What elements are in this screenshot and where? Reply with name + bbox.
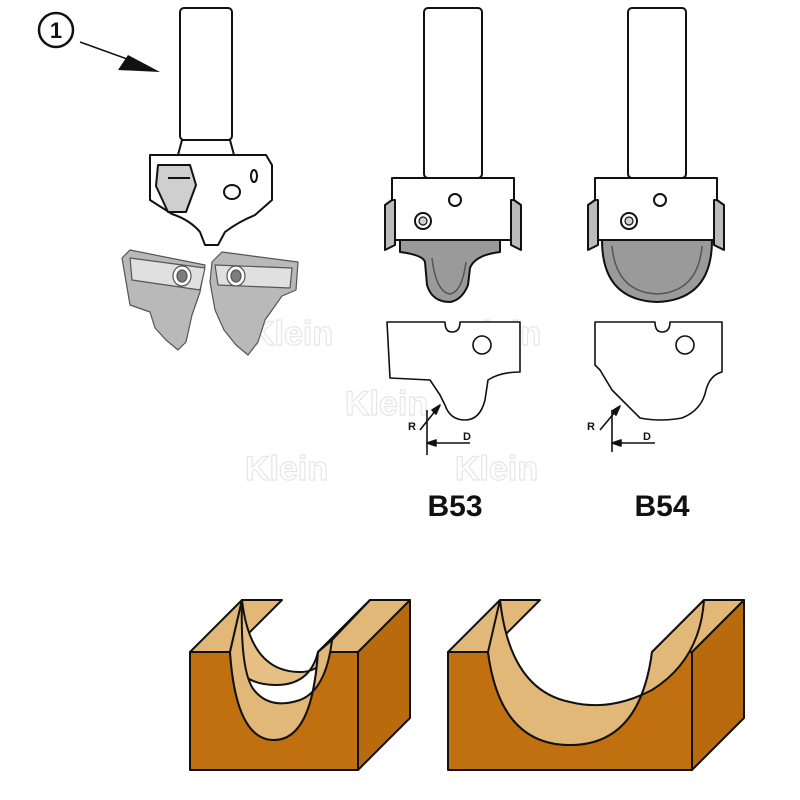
bit-1-blade xyxy=(155,164,197,213)
b54-radius-label: R xyxy=(587,421,595,433)
b53-pin-hole xyxy=(448,193,462,207)
router-bit-b53 xyxy=(384,7,522,303)
b53-wing-left xyxy=(384,199,396,251)
watermark: Klein xyxy=(455,450,538,488)
b54-pin-hole xyxy=(653,193,667,207)
b53-diameter-label: D xyxy=(463,431,471,443)
callout-1: 1 xyxy=(37,11,160,72)
callout-number: 1 xyxy=(50,18,62,43)
b54-code: B54 xyxy=(634,490,689,523)
bit-1-shank xyxy=(179,7,233,141)
b53-code: B53 xyxy=(427,490,482,523)
wood-block-b53 xyxy=(189,599,411,771)
b53-body xyxy=(391,177,515,241)
watermark: Klein xyxy=(345,385,428,423)
b53-shank xyxy=(423,7,483,179)
b53-radius-label: R xyxy=(408,421,416,433)
loose-blade-left xyxy=(121,249,206,351)
b53-wing-right xyxy=(510,199,522,251)
bit-1-screw-hole xyxy=(223,184,241,200)
router-bit-b54 xyxy=(587,7,725,303)
b54-wing-right xyxy=(713,199,725,251)
b54-shank xyxy=(627,7,687,179)
callout-arrowhead xyxy=(118,55,160,72)
loose-blade-right xyxy=(209,251,299,356)
router-bit-1 xyxy=(149,7,273,246)
callout-circle xyxy=(37,11,75,49)
b54-wing-left xyxy=(587,199,599,251)
watermark: Klein xyxy=(245,450,328,488)
b53-profile xyxy=(386,321,521,455)
bit-1-pin-hole xyxy=(250,169,258,183)
bit-1-collar xyxy=(177,139,235,156)
b53-cutter xyxy=(399,239,501,303)
b54-cutter xyxy=(601,239,713,303)
callout-arrow-line xyxy=(79,41,131,61)
b54-profile xyxy=(594,321,723,452)
b54-diameter-label: D xyxy=(643,431,651,443)
b54-body xyxy=(594,177,718,241)
wood-block-b54 xyxy=(447,599,745,771)
